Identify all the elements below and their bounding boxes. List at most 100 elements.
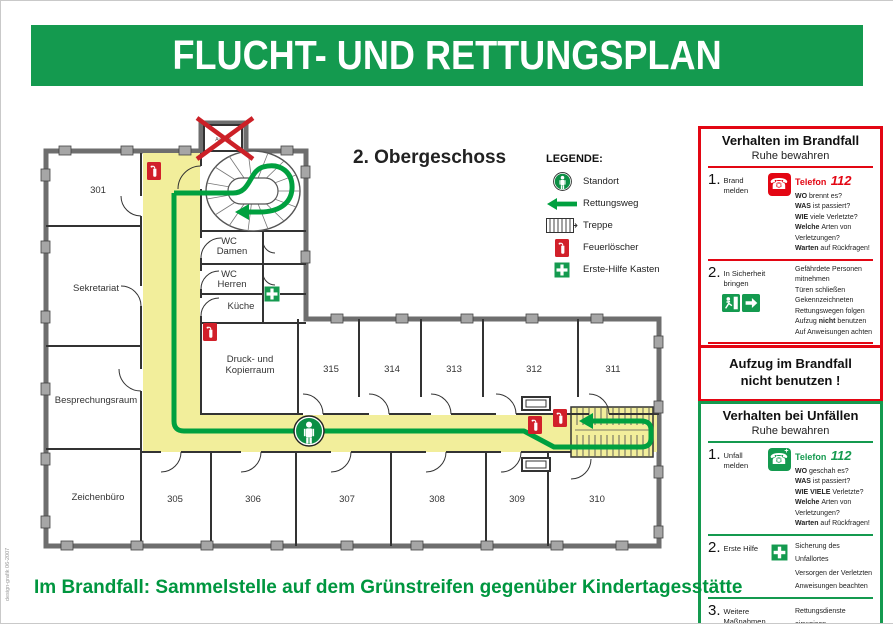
panel-subtitle: Ruhe bewahren (751, 424, 830, 437)
instruction-line: WO brennt es? (795, 192, 843, 200)
room-label-315: 315 (323, 364, 339, 375)
panel-subtitle: Ruhe bewahren (751, 149, 830, 162)
legend-title: LEGENDE: (546, 153, 603, 165)
escape-route-main (171, 193, 654, 450)
aufzug-warning-line2: nicht benutzen ! (740, 372, 841, 388)
item-label: Unfall melden (723, 450, 749, 470)
room-label-314: 314 (384, 364, 400, 375)
instruction-line: WO geschah es? (795, 467, 849, 475)
erste-hilfe-icon (546, 262, 578, 278)
elevator-crossed-icon: Aufzug (195, 116, 255, 161)
brandfall-item-1: 1. Brand melden ☎ Telefon 112 WO brennt … (708, 172, 873, 255)
room-label-311: 311 (605, 364, 620, 375)
room-label-308: 308 (429, 494, 445, 505)
room-label-kueche: Küche (228, 301, 255, 312)
item-number: 3. (708, 602, 721, 620)
room-label-310: 310 (589, 494, 605, 505)
item-label: Weitere Maßnahmen (723, 607, 766, 624)
unfall-item-3: 3. Weitere Maßnahmen Rettungsdienste ein… (708, 602, 873, 624)
room-label-wc-damen2: Damen (217, 246, 248, 257)
legend-label: Feuerlöscher (583, 242, 639, 253)
instruction-line: Warten auf Rückfragen! (795, 520, 870, 528)
header-banner: FLUCHT- UND RETTUNGSPLAN (31, 25, 863, 86)
room-label-307: 307 (339, 494, 355, 505)
legend: LEGENDE: Standort Rettungsweg Treppe (546, 153, 696, 283)
instruction-line: Anweisungen beachten (795, 582, 868, 590)
standort-icon (546, 172, 578, 191)
instruction-line: Welche Arten von Verletzungen? (795, 224, 852, 242)
phone-number: 112 (830, 447, 852, 463)
legend-label: Erste-Hilfe Kasten (583, 264, 660, 275)
item-number: 2. (708, 538, 721, 556)
panel-title: Verhalten im Brandfall (721, 133, 860, 148)
wall-partitions (46, 153, 659, 546)
instruction-line: WAS ist passiert? (795, 478, 851, 486)
instruction-line: Versorgen der Verletzten (795, 569, 873, 577)
route-arrowhead-east (579, 413, 593, 429)
room-label-301: 301 (90, 185, 106, 196)
assembly-point-text: Im Brandfall: Sammelstelle auf dem Grüns… (34, 577, 743, 598)
first-aid-icon (264, 286, 280, 302)
fire-extinguisher-icon (147, 162, 161, 180)
legend-item-treppe: Treppe (546, 217, 696, 234)
fire-extinguisher-icon (553, 409, 567, 427)
instruction-line: Sicherung des Unfallortes (795, 542, 840, 564)
instruction-line: Gefährdete Personen mitnehmen (795, 265, 862, 284)
rettungsweg-arrow-icon (546, 197, 578, 210)
phone-word: Telefon (795, 451, 827, 462)
room-label-zeichenbuero: Zeichenbüro (72, 492, 125, 503)
room-label-druckraum2: Kopierraum (225, 365, 274, 376)
item-number: 1. (708, 170, 721, 188)
phone-word: Telefon (795, 176, 827, 187)
floor-title: 2. Obergeschoss (353, 147, 507, 168)
panel-aufzug-warnung: Aufzug im Brandfall nicht benutzen ! (698, 345, 883, 402)
unfall-item-2: 2. Erste Hilfe Sicherung des Unfallortes… (708, 540, 873, 593)
emergency-number: Telefon 112 (795, 172, 873, 190)
panel-verhalten-unfaellen: Verhalten bei Unfällen Ruhe bewahren 1. … (698, 401, 883, 624)
panel-verhalten-brandfall: Verhalten im Brandfall Ruhe bewahren 1. … (698, 126, 883, 383)
room-label-309: 309 (509, 494, 525, 505)
phone-number: 112 (830, 172, 852, 188)
room-label-313: 313 (446, 364, 462, 375)
instruction-line: WAS ist passiert? (795, 203, 851, 211)
instruction-line: Gekennzeichneten Rettungswegen folgen (795, 297, 865, 315)
instruction-line: WIE viele Verletzte? (795, 213, 858, 221)
room-label-306: 306 (245, 494, 261, 505)
item-number: 2. (708, 263, 721, 281)
room-label-wc-herren: WC (221, 269, 237, 280)
instruction-line: Warten auf Rückfragen! (795, 245, 870, 253)
legend-item-standort: Standort (546, 173, 696, 190)
room-label-besprechungsraum: Besprechungsraum (55, 395, 137, 406)
room-label-305: 305 (167, 494, 183, 505)
fire-extinguisher-icon (203, 323, 217, 341)
door-arcs (118, 165, 610, 480)
legend-label: Standort (583, 176, 619, 187)
direction-arrow-icon (742, 294, 760, 317)
page-title: FLUCHT- UND RETTUNGSPLAN (172, 32, 722, 78)
credit-text: design-grafik 06-2007 (5, 547, 11, 601)
room-label-sekretariat: Sekretariat (73, 283, 119, 294)
legend-label: Treppe (583, 220, 613, 231)
emergency-number: Telefon 112 (795, 447, 873, 465)
phone-icon: ☎ (767, 172, 791, 196)
erste-hilfe-icon (766, 540, 792, 561)
wall-pillars (40, 145, 664, 551)
item-label: Brand melden (723, 175, 749, 195)
panel-title: Verhalten bei Unfällen (722, 408, 859, 423)
treppe-icon (546, 218, 578, 233)
standort-icon (293, 415, 325, 447)
room-label-wc-herren2: Herren (217, 279, 246, 290)
room-label-312: 312 (526, 364, 542, 375)
room-label-wc-damen: WC (221, 236, 237, 247)
escape-route (171, 163, 654, 450)
instruction-line: Rettungsdienste einweisen (795, 608, 846, 623)
legend-item-feuerloescher: Feuerlöscher (546, 239, 696, 256)
door-frames (521, 396, 551, 472)
legend-label: Rettungsweg (583, 198, 639, 209)
unfall-item-1: 1. Unfall melden ☎+ Telefon 112 WO gesch… (708, 447, 873, 530)
route-arrowhead-spiral (235, 204, 249, 220)
aufzug-warning-line1: Aufzug im Brandfall (729, 356, 852, 371)
item-number: 1. (708, 445, 721, 463)
